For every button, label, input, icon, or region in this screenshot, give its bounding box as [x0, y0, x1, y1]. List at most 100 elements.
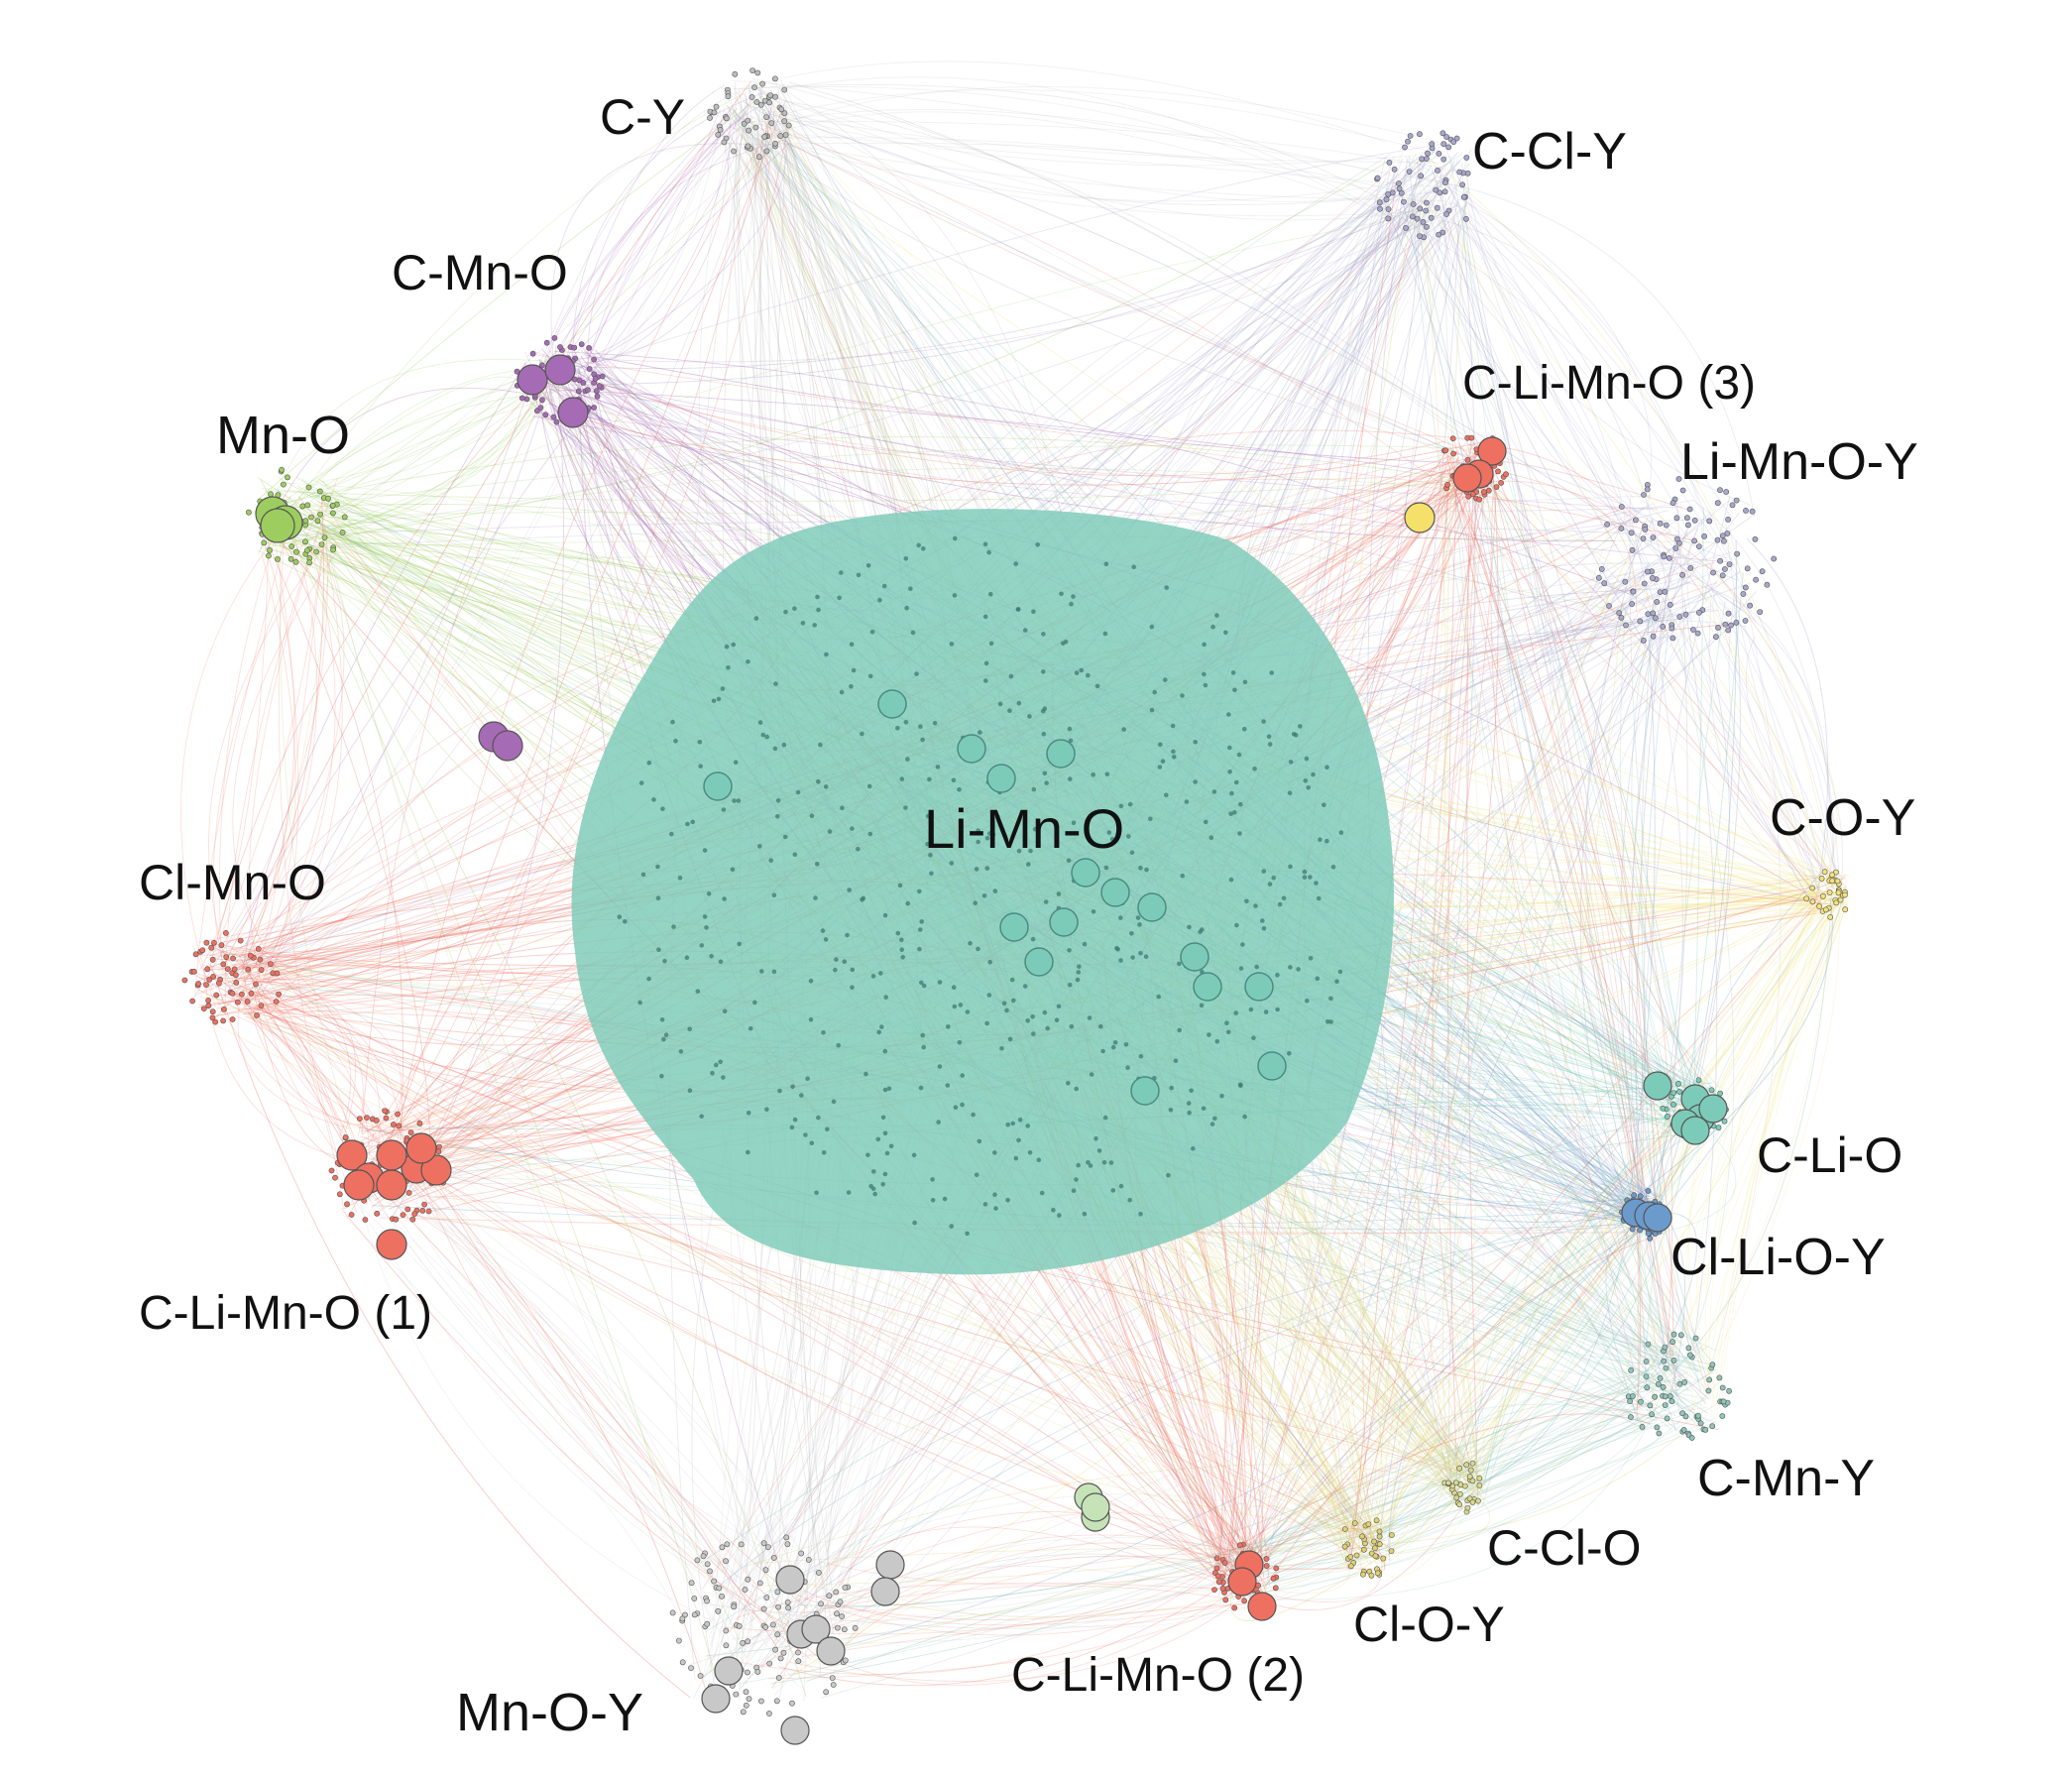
core-node: [1042, 770, 1048, 776]
cluster-node: [571, 344, 578, 351]
edge: [1388, 1204, 1627, 1562]
core-node: [1068, 738, 1074, 744]
cluster-node: [1631, 1192, 1637, 1199]
core-node: [974, 1172, 979, 1178]
cluster-node: [1644, 486, 1651, 493]
edge: [731, 1217, 1646, 1671]
cluster-node: [704, 1561, 711, 1568]
cluster-node: [1672, 545, 1679, 551]
edge: [194, 527, 289, 995]
core-node: [1260, 918, 1265, 923]
core-node: [1030, 936, 1036, 942]
core-node: [1074, 670, 1080, 675]
edge: [565, 84, 726, 359]
core-node: [895, 930, 901, 936]
cluster-node: [719, 1544, 726, 1551]
cluster-node: [1468, 434, 1475, 441]
core-node: [1230, 670, 1236, 675]
cluster-node: [1632, 517, 1639, 524]
cluster-node: [1650, 575, 1656, 581]
edge: [1228, 1421, 1716, 1561]
core-node: [1057, 1213, 1062, 1218]
cluster-node: [209, 956, 216, 963]
edge: [798, 1398, 1658, 1607]
edge: [1445, 453, 1685, 1124]
edge: [198, 535, 270, 971]
edge: [1448, 1224, 1650, 1476]
edge: [809, 1228, 1628, 1615]
edge: [1229, 1554, 1385, 1621]
core-node: [831, 1099, 837, 1105]
cluster-node: [210, 974, 216, 980]
core-node: [757, 844, 762, 849]
core-node: [771, 969, 777, 975]
core-node: [656, 947, 661, 952]
core-node: [903, 720, 909, 725]
edge: [569, 163, 1446, 386]
core-node: [733, 760, 739, 765]
cluster-node: [719, 1593, 725, 1599]
core-node: [869, 630, 875, 635]
edge: [407, 1134, 1387, 1566]
cluster-node: [1717, 557, 1723, 564]
core-node: [1091, 909, 1096, 914]
core-node: [834, 957, 839, 962]
edge: [705, 1195, 1645, 1633]
core-node: [946, 1024, 951, 1029]
cluster-node: [1419, 156, 1425, 163]
core-node: [904, 605, 909, 611]
cluster-node: [679, 1615, 686, 1622]
cluster-node: [805, 1557, 812, 1563]
cluster-node: [1749, 508, 1756, 515]
core-node: [925, 841, 930, 847]
cluster-node: [1445, 1480, 1451, 1486]
edge: [1499, 470, 1756, 622]
edge: [320, 521, 745, 1649]
cluster-node: [1662, 1393, 1669, 1400]
edge: [321, 467, 1492, 543]
cluster-node: [1437, 189, 1443, 196]
cluster-node: [362, 1217, 369, 1223]
core-node: [984, 866, 990, 871]
core-node: [1315, 976, 1321, 982]
edge: [1216, 1207, 1659, 1570]
cluster-node: [765, 1544, 771, 1550]
cluster-node: [704, 1620, 711, 1627]
core-node: [710, 1070, 715, 1076]
edge: [1673, 891, 1832, 1371]
cluster-node: [757, 101, 764, 108]
core-node: [1031, 1031, 1036, 1036]
core-node: [870, 974, 876, 979]
edge: [271, 492, 716, 1674]
cluster-node: [1385, 190, 1392, 197]
cluster-node: [1725, 627, 1732, 634]
core-node: [1060, 641, 1066, 647]
core-node: [1203, 682, 1209, 688]
core-node: [772, 746, 778, 752]
cluster-node: [1374, 1570, 1381, 1577]
edge: [1468, 221, 1673, 634]
core-node: [1252, 767, 1257, 771]
edge: [1702, 891, 1839, 1358]
core-node: [987, 831, 992, 836]
edge: [344, 1132, 712, 1621]
cluster-node: [1685, 522, 1691, 529]
core-node: [660, 806, 665, 811]
edge: [214, 526, 325, 949]
core-node: [1138, 1054, 1144, 1059]
core-node: [877, 597, 882, 603]
cluster-node: [1728, 622, 1734, 629]
cluster-node: [304, 502, 311, 509]
edge: [824, 1544, 1246, 1609]
edge: [1429, 213, 1672, 1100]
label-cl-o-y: Cl-O-Y: [1353, 1597, 1505, 1652]
cluster-node: [1405, 138, 1411, 145]
edge: [1474, 1082, 1669, 1476]
core-node: [1227, 770, 1232, 774]
edge: [778, 1552, 1271, 1687]
edge: [400, 1206, 740, 1687]
core-node: [697, 740, 703, 745]
cluster-node: [837, 1599, 844, 1605]
core-node: [805, 1076, 810, 1081]
edge: [278, 520, 358, 1213]
